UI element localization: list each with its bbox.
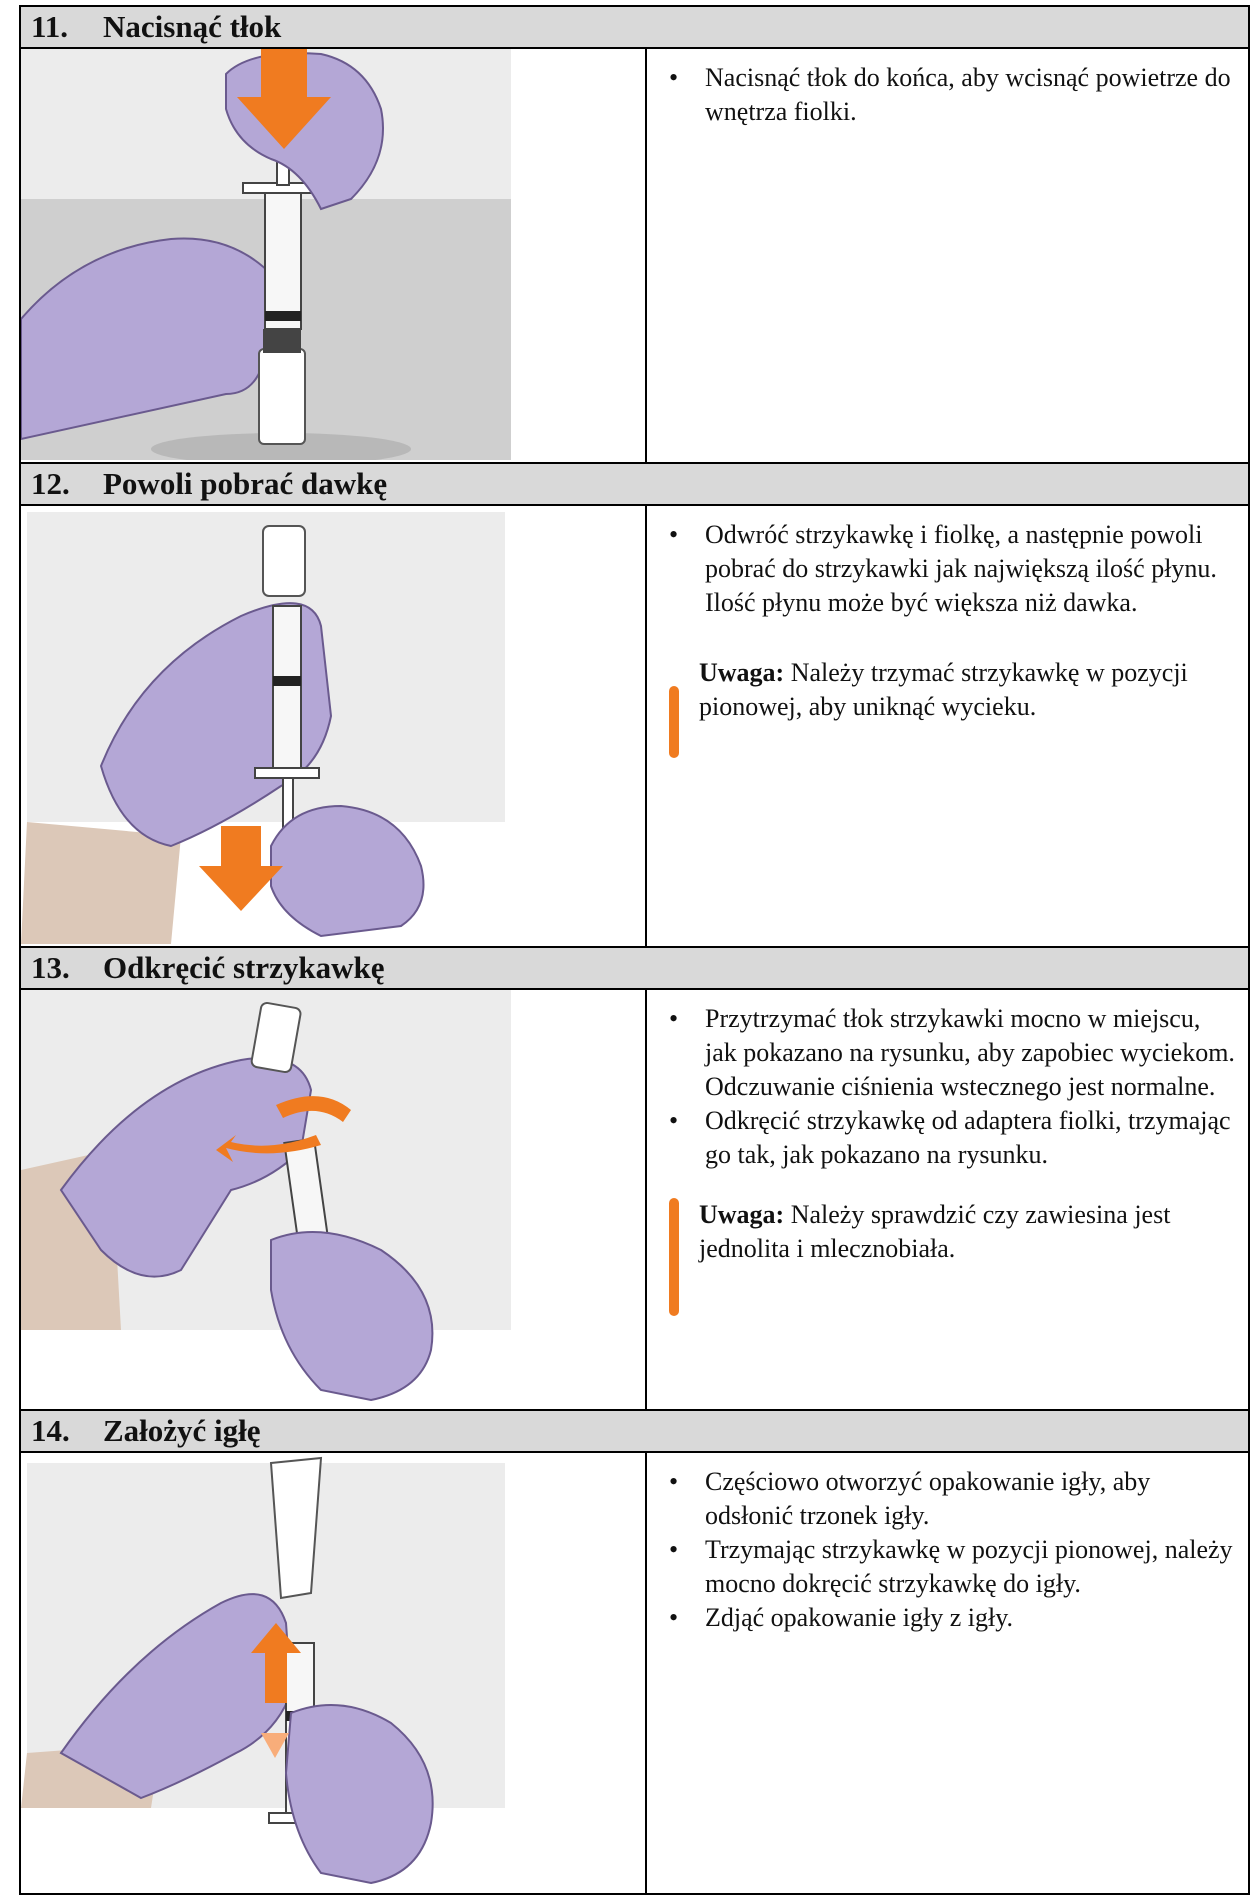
instruction-item: Odkręcić strzykawkę od adaptera fiolki, …: [647, 1104, 1238, 1172]
step-title: Założyć igłę: [103, 1413, 261, 1448]
instruction-list: Odwróć strzykawkę i fiolkę, a następnie …: [647, 518, 1248, 620]
note-bar: [669, 686, 679, 758]
instruction-item: Przytrzymać tłok strzykawki mocno w miej…: [647, 1002, 1238, 1104]
instruction-item: Częściowo otworzyć opakowanie igły, aby …: [647, 1465, 1238, 1533]
instruction-list: Częściowo otworzyć opakowanie igły, aby …: [647, 1465, 1248, 1635]
step-number: 13.: [31, 948, 103, 988]
withdraw-dose-illustration: [21, 506, 645, 944]
instruction-item: Nacisnąć tłok do końca, aby wcisnąć powi…: [647, 61, 1238, 129]
step-header: 11.Nacisnąć tłok: [20, 6, 1249, 48]
note-bar: [669, 1198, 679, 1316]
instruction-item: Odwróć strzykawkę i fiolkę, a następnie …: [647, 518, 1238, 620]
step-header: 12.Powoli pobrać dawkę: [20, 463, 1249, 505]
warning-note: Uwaga: Należy trzymać strzykawkę w pozyc…: [669, 656, 1236, 724]
warning-note: Uwaga: Należy sprawdzić czy zawiesina je…: [669, 1198, 1236, 1266]
step-header: 14.Założyć igłę: [20, 1410, 1249, 1452]
instruction-item: Zdjąć opakowanie igły z igły.: [647, 1601, 1238, 1635]
instruction-list: Nacisnąć tłok do końca, aby wcisnąć powi…: [647, 61, 1248, 129]
step-number: 14.: [31, 1411, 103, 1451]
step-title: Nacisnąć tłok: [103, 9, 281, 44]
illustration-cell: [20, 48, 646, 463]
note-label: Uwaga:: [699, 658, 784, 687]
illustration-cell: [20, 1452, 646, 1894]
press-plunger-illustration: [21, 49, 645, 460]
step-title: Powoli pobrać dawkę: [103, 466, 387, 501]
unscrew-syringe-illustration: [21, 990, 645, 1407]
illustration-cell: [20, 989, 646, 1410]
step-number: 11.: [31, 7, 103, 47]
step-title: Odkręcić strzykawkę: [103, 950, 385, 985]
instruction-item: Trzymając strzykawkę w pozycji pionowej,…: [647, 1533, 1238, 1601]
illustration-cell: [20, 505, 646, 947]
step-number: 12.: [31, 464, 103, 504]
attach-needle-illustration: [21, 1453, 645, 1891]
instruction-list: Przytrzymać tłok strzykawki mocno w miej…: [647, 1002, 1248, 1172]
instruction-table: 11.Nacisnąć tłok: [19, 5, 1250, 1895]
note-label: Uwaga:: [699, 1200, 784, 1229]
step-header: 13.Odkręcić strzykawkę: [20, 947, 1249, 989]
